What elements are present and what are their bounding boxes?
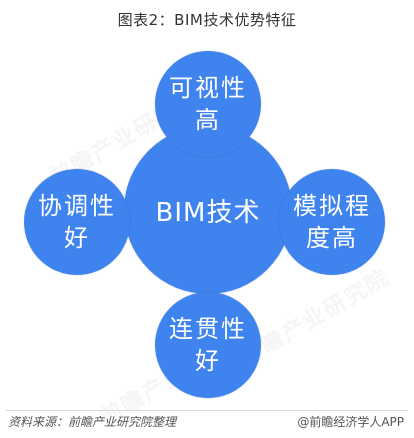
footer-divider [6, 410, 408, 411]
left-circle: 协调性好 [24, 169, 130, 275]
brand-credit: @前瞻经济学人APP [297, 415, 404, 429]
left-label: 协调性好 [38, 192, 116, 252]
center-label: BIM技术 [155, 197, 261, 228]
source-note: 资料来源：前瞻产业研究院整理 [8, 415, 177, 429]
top-circle: 可视性高 [155, 51, 261, 157]
chart-title: 图表2：BIM技术优势特征 [117, 11, 297, 29]
top-label: 可视性高 [169, 74, 247, 134]
right-label: 模拟程度高 [293, 192, 371, 252]
bottom-label: 连贯性好 [169, 315, 247, 375]
right-circle: 模拟程度高 [279, 169, 385, 275]
bottom-circle: 连贯性好 [155, 292, 261, 398]
